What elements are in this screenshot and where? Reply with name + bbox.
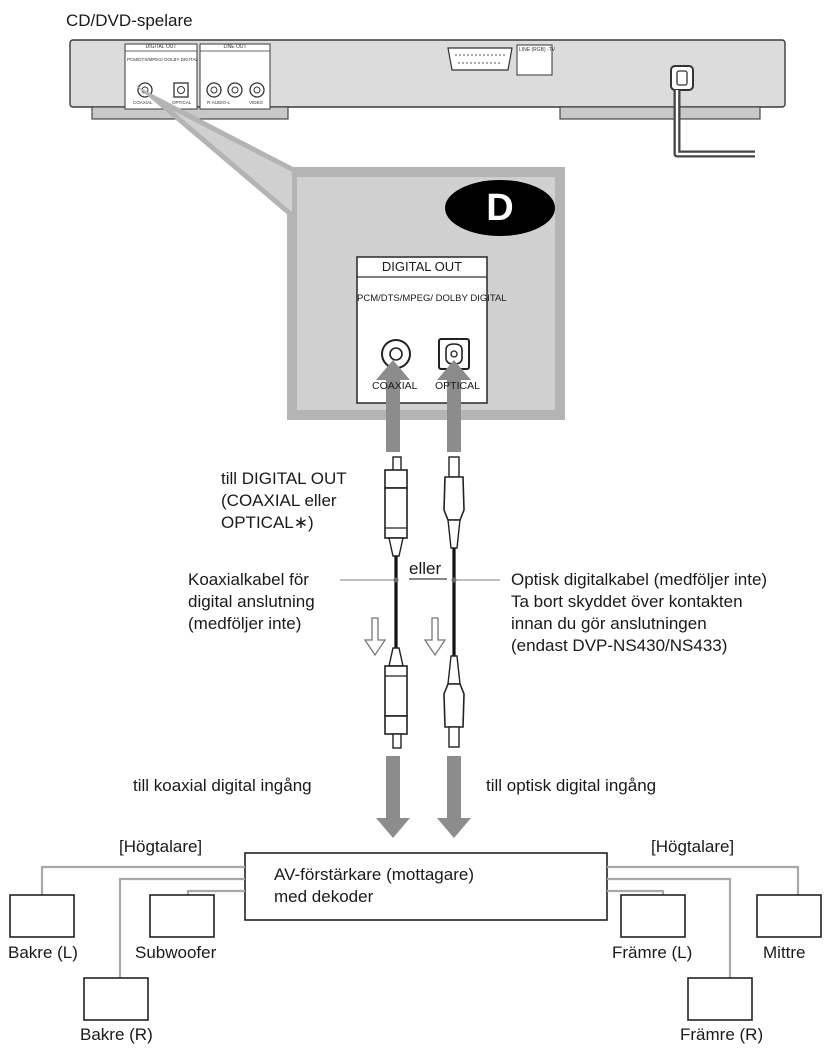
speaker-rear-l-label: Bakre (L) xyxy=(8,943,78,962)
speakers-group-left: [Högtalare] xyxy=(119,837,203,856)
player-line-out-panel xyxy=(199,43,271,110)
panel-coaxial-label: COAXIAL xyxy=(133,100,153,105)
zoom-formats-label: PCM/DTS/MPEG/ DOLBY DIGITAL xyxy=(357,293,507,304)
speaker-subwoofer xyxy=(149,894,215,938)
panel-formats-label: PCM/DTS/MPEG/ DOLBY DIGITAL xyxy=(127,57,198,62)
amplifier-box xyxy=(244,852,608,921)
panel-line-out-label: LINE OUT xyxy=(223,44,247,50)
arrow-down-coaxial xyxy=(376,756,410,838)
panel-video-label: VIDEO xyxy=(249,100,264,105)
badge-letter: D xyxy=(486,187,514,229)
speaker-center xyxy=(756,894,822,938)
label-to-optical-in: till optisk digital ingång xyxy=(486,776,657,795)
zoom-digital-out-label: DIGITAL OUT xyxy=(381,259,463,274)
player-digital-out-panel xyxy=(124,43,198,110)
speaker-front-r xyxy=(687,977,753,1021)
speaker-subwoofer-label: Subwoofer xyxy=(135,943,217,962)
speaker-front-r-label: Främre (R) xyxy=(680,1025,764,1044)
panel-digital-out-label: DIGITAL OUT xyxy=(145,44,177,50)
amplifier-label: AV-förstärkare (mottagare) med dekoder xyxy=(274,865,474,906)
speaker-wires xyxy=(40,865,800,978)
badge-d xyxy=(445,180,555,236)
speaker-rear-r-label: Bakre (R) xyxy=(80,1025,153,1044)
scart-connector xyxy=(447,44,553,76)
label-optical-cable: Optisk digitalkabel (medföljer inte) Ta … xyxy=(511,570,768,655)
speaker-rear-r xyxy=(83,977,149,1021)
zoom-optical-label: OPTICAL xyxy=(435,380,480,392)
speaker-front-l xyxy=(620,894,686,938)
panel-scart-label: LINE (RGB) -TV xyxy=(519,47,556,53)
speaker-front-l-label: Främre (L) xyxy=(612,943,693,962)
coaxial-cable xyxy=(384,456,408,749)
leader-lines xyxy=(340,577,500,583)
panel-optical-label: OPTICAL xyxy=(172,100,192,105)
zoom-coaxial-label: COAXIAL xyxy=(372,380,418,392)
speaker-rear-l xyxy=(9,894,75,938)
label-to-coax-in: till koaxial digital ingång xyxy=(133,776,312,795)
device-title: CD/DVD-spelare xyxy=(66,11,193,30)
arrow-down-optical xyxy=(437,756,471,838)
power-cord xyxy=(670,65,755,158)
label-or: eller xyxy=(409,559,442,578)
speaker-center-label: Mittre xyxy=(763,943,806,962)
hollow-arrow-optical xyxy=(423,617,447,657)
label-coax-cable: Koaxialkabel för digital anslutning (med… xyxy=(188,570,315,633)
speakers-group-right: [Högtalare] xyxy=(651,837,735,856)
hollow-arrow-coaxial xyxy=(363,617,387,657)
arrow-up-coaxial xyxy=(376,360,410,452)
label-to-digital-out: till DIGITAL OUT (COAXIAL eller OPTICAL∗… xyxy=(221,469,347,532)
arrow-up-optical xyxy=(437,360,471,452)
panel-audio-label: R-AUDIO-L xyxy=(207,100,231,105)
optical-cable xyxy=(443,456,465,748)
